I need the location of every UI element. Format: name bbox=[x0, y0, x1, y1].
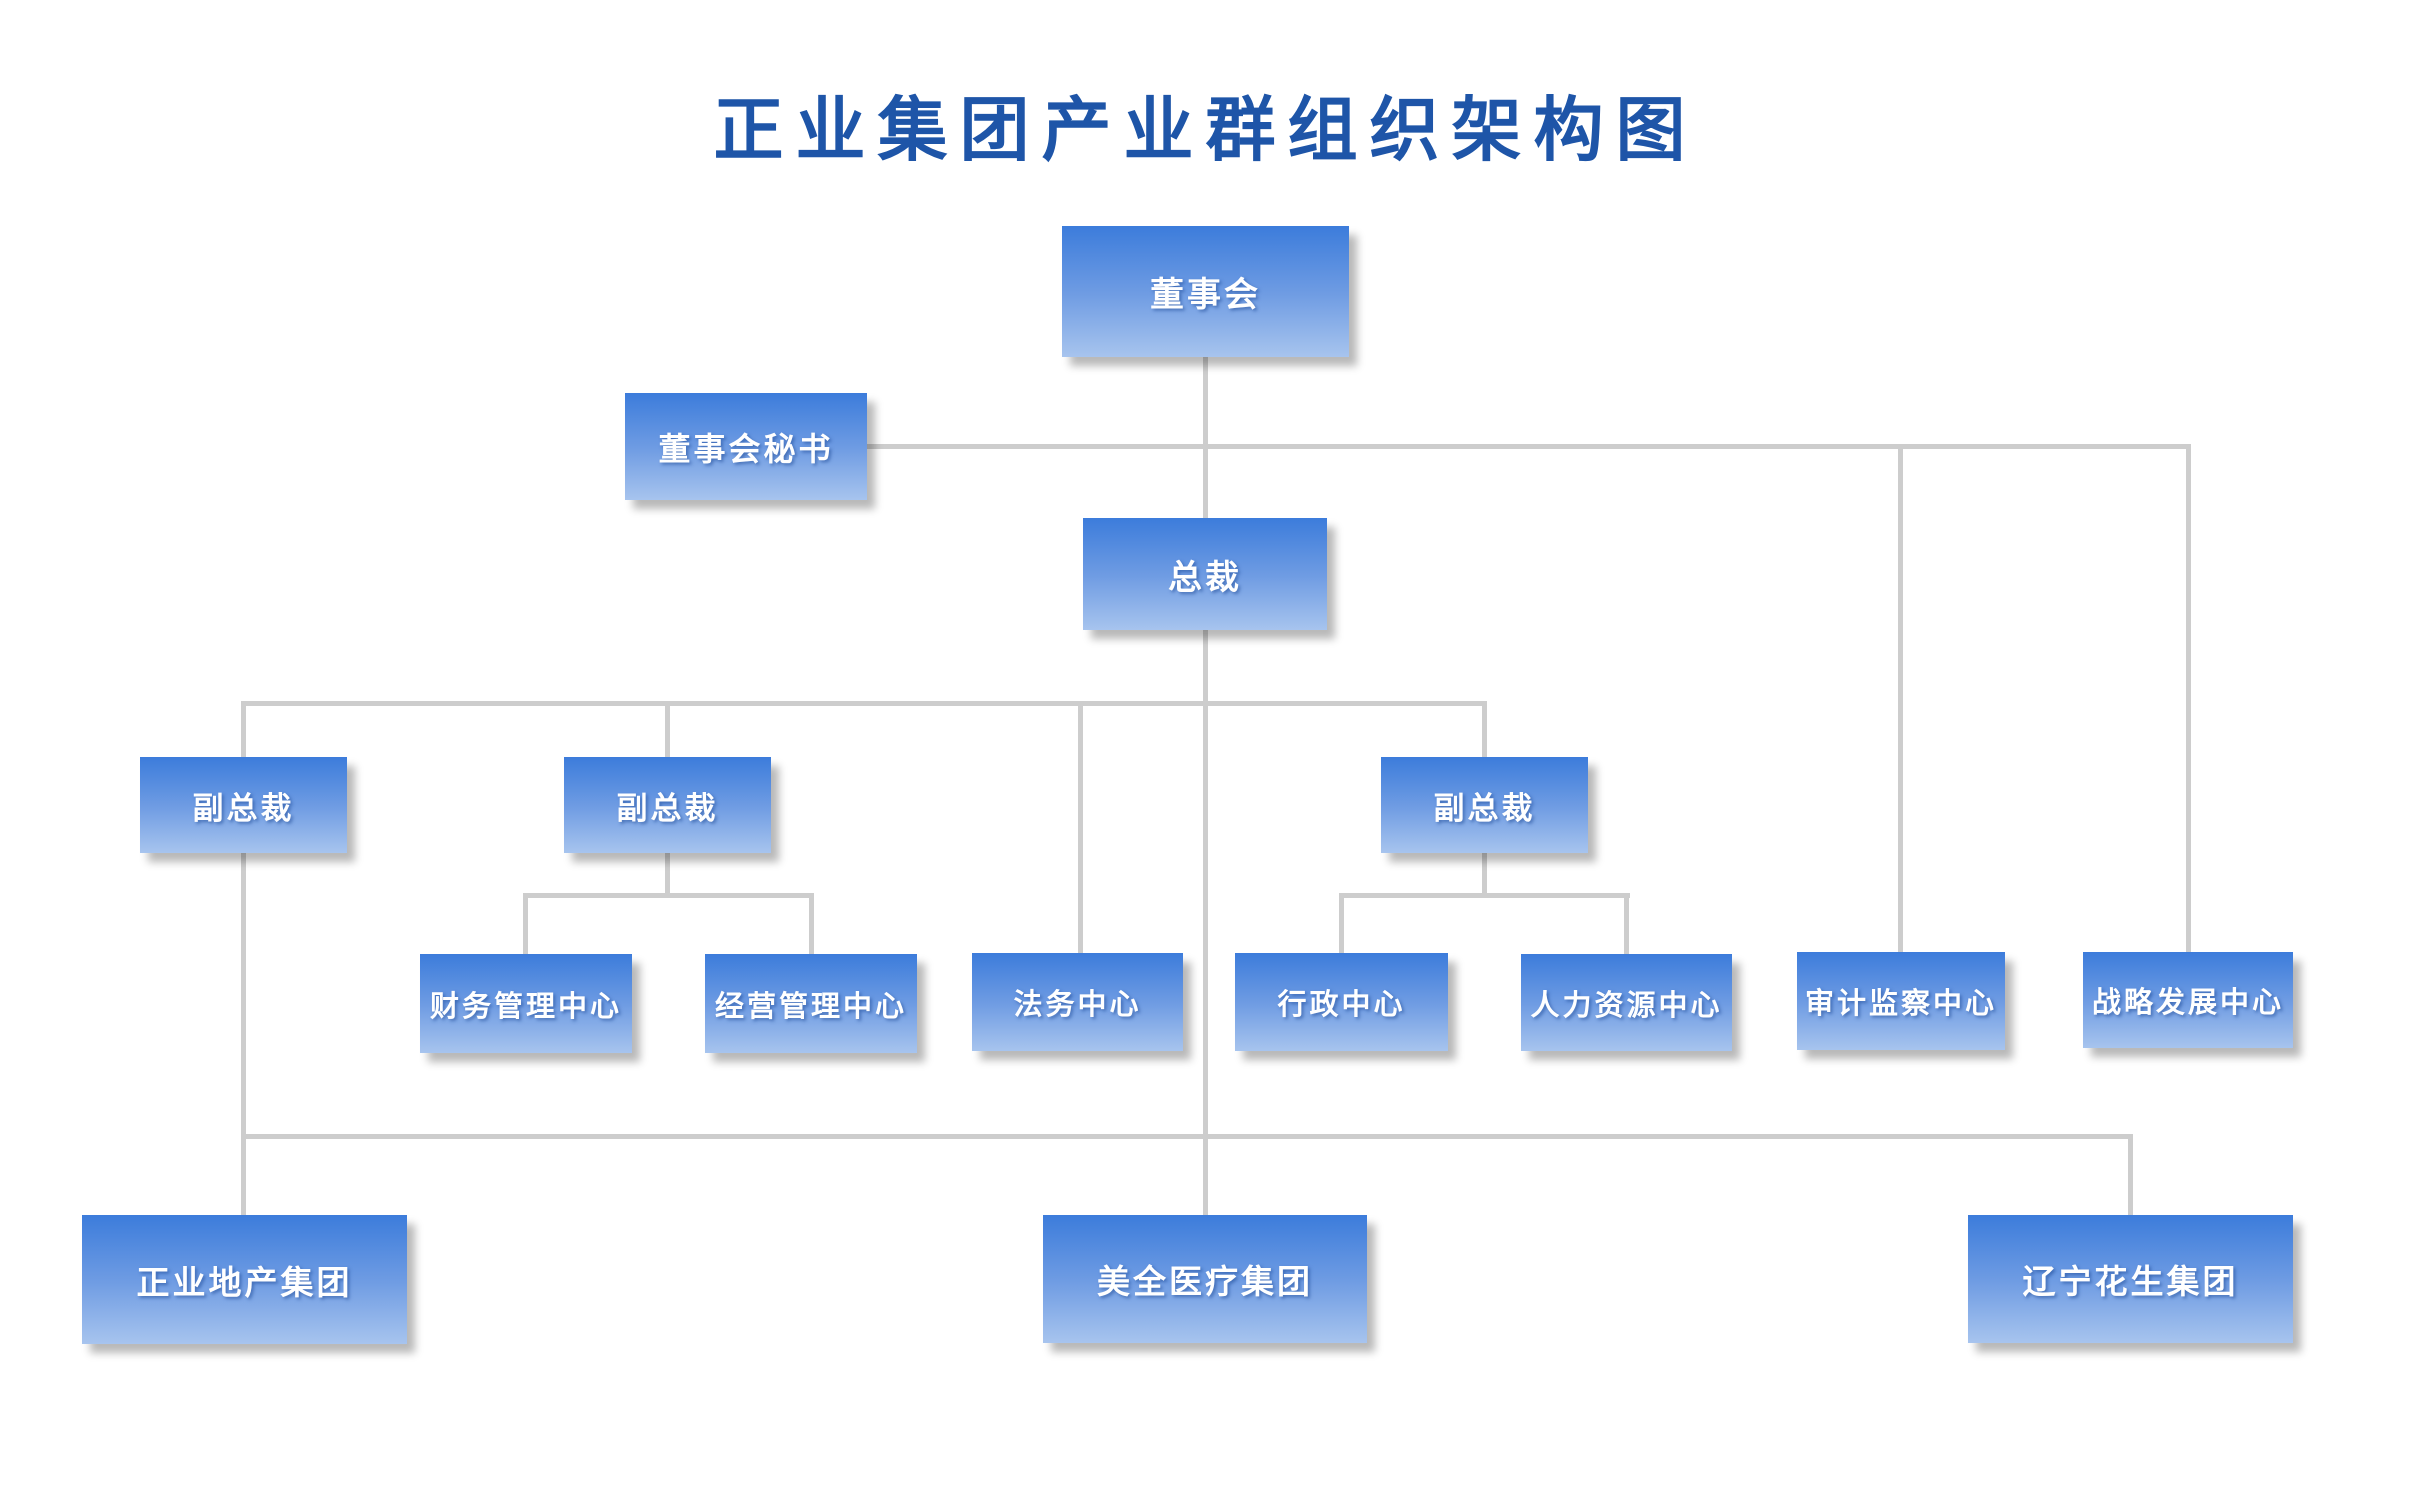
connector-segment bbox=[665, 853, 670, 896]
connector-segment bbox=[2186, 444, 2191, 954]
connector-segment bbox=[1203, 630, 1208, 1215]
connector-segment bbox=[1078, 701, 1083, 955]
org-node-peanut-group: 辽宁花生集团 bbox=[1968, 1215, 2293, 1343]
chart-title: 正业集团产业群组织架构图 bbox=[713, 89, 1698, 171]
org-node-vp-2: 副总裁 bbox=[564, 757, 771, 853]
org-node-vp-1: 副总裁 bbox=[140, 757, 347, 853]
connector-segment bbox=[1339, 893, 1344, 955]
org-node-legal-center: 法务中心 bbox=[972, 953, 1183, 1051]
org-node-strategy-center: 战略发展中心 bbox=[2083, 952, 2293, 1048]
connector-segment bbox=[241, 853, 246, 1217]
connector-segment bbox=[523, 893, 528, 956]
connector-segment bbox=[241, 701, 246, 759]
org-node-vp-3: 副总裁 bbox=[1381, 757, 1588, 853]
connector-segment bbox=[2128, 1134, 2133, 1217]
connector-segment bbox=[1339, 893, 1630, 898]
connector-segment bbox=[1624, 893, 1629, 956]
org-node-admin-center: 行政中心 bbox=[1235, 953, 1448, 1051]
org-node-hr-center: 人力资源中心 bbox=[1521, 954, 1732, 1051]
connector-segment bbox=[1482, 701, 1487, 759]
org-node-board-secretary: 董事会秘书 bbox=[625, 393, 867, 500]
connector-segment bbox=[241, 701, 1487, 706]
connector-segment bbox=[809, 893, 814, 956]
connector-segment bbox=[523, 893, 814, 898]
connector-segment bbox=[241, 1134, 2133, 1139]
org-node-president: 总裁 bbox=[1083, 518, 1327, 630]
connector-segment bbox=[665, 701, 670, 759]
org-node-operation-center: 经营管理中心 bbox=[705, 954, 917, 1053]
connector-segment bbox=[867, 444, 2191, 449]
org-node-medical-group: 美全医疗集团 bbox=[1043, 1215, 1367, 1343]
org-node-finance-center: 财务管理中心 bbox=[420, 954, 632, 1053]
connector-segment bbox=[1482, 853, 1487, 896]
connector-segment bbox=[1898, 444, 1903, 954]
org-node-realestate-group: 正业地产集团 bbox=[82, 1215, 407, 1344]
org-node-audit-center: 审计监察中心 bbox=[1797, 952, 2005, 1050]
connector-segment bbox=[1203, 357, 1208, 520]
org-node-board: 董事会 bbox=[1062, 226, 1349, 357]
